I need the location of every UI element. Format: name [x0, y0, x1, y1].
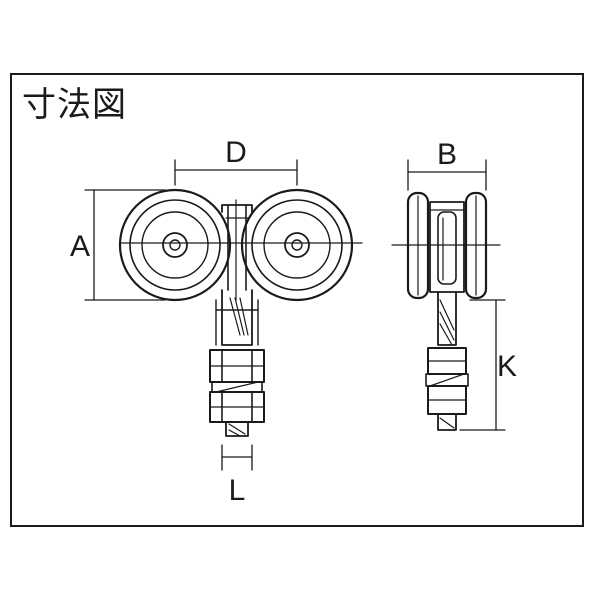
front-upper-nut: [209, 349, 265, 383]
left-wheel: [118, 188, 232, 302]
dimension-l-lines: [221, 444, 253, 471]
side-bolt-tip: [437, 413, 457, 431]
dimension-b-lines: [407, 159, 487, 191]
front-view: [84, 159, 363, 471]
dimension-l-label: L: [229, 474, 246, 507]
dimension-d-label: D: [225, 136, 247, 169]
side-lower-nut: [427, 385, 467, 415]
front-shank: [215, 289, 259, 346]
center-bracket: [221, 204, 253, 291]
side-bracket: [429, 201, 465, 293]
front-bolt-tip: [225, 421, 249, 437]
dimension-k-lines: [459, 299, 506, 431]
side-left-wheel: [406, 191, 430, 300]
side-upper-nut: [427, 347, 467, 375]
side-washer: [425, 373, 469, 387]
dimension-k-label: K: [497, 350, 517, 383]
dimension-a-lines: [84, 189, 166, 301]
dimension-d-lines: [174, 159, 298, 186]
side-view: [391, 159, 506, 431]
side-right-wheel: [464, 191, 488, 300]
front-lower-nut: [209, 391, 265, 423]
dimension-b-label: B: [437, 138, 457, 171]
dimension-a-label: A: [70, 230, 90, 263]
right-wheel: [240, 188, 354, 302]
side-shank: [437, 291, 457, 346]
front-washer: [211, 381, 263, 393]
drawing-title: 寸法図: [22, 85, 127, 125]
